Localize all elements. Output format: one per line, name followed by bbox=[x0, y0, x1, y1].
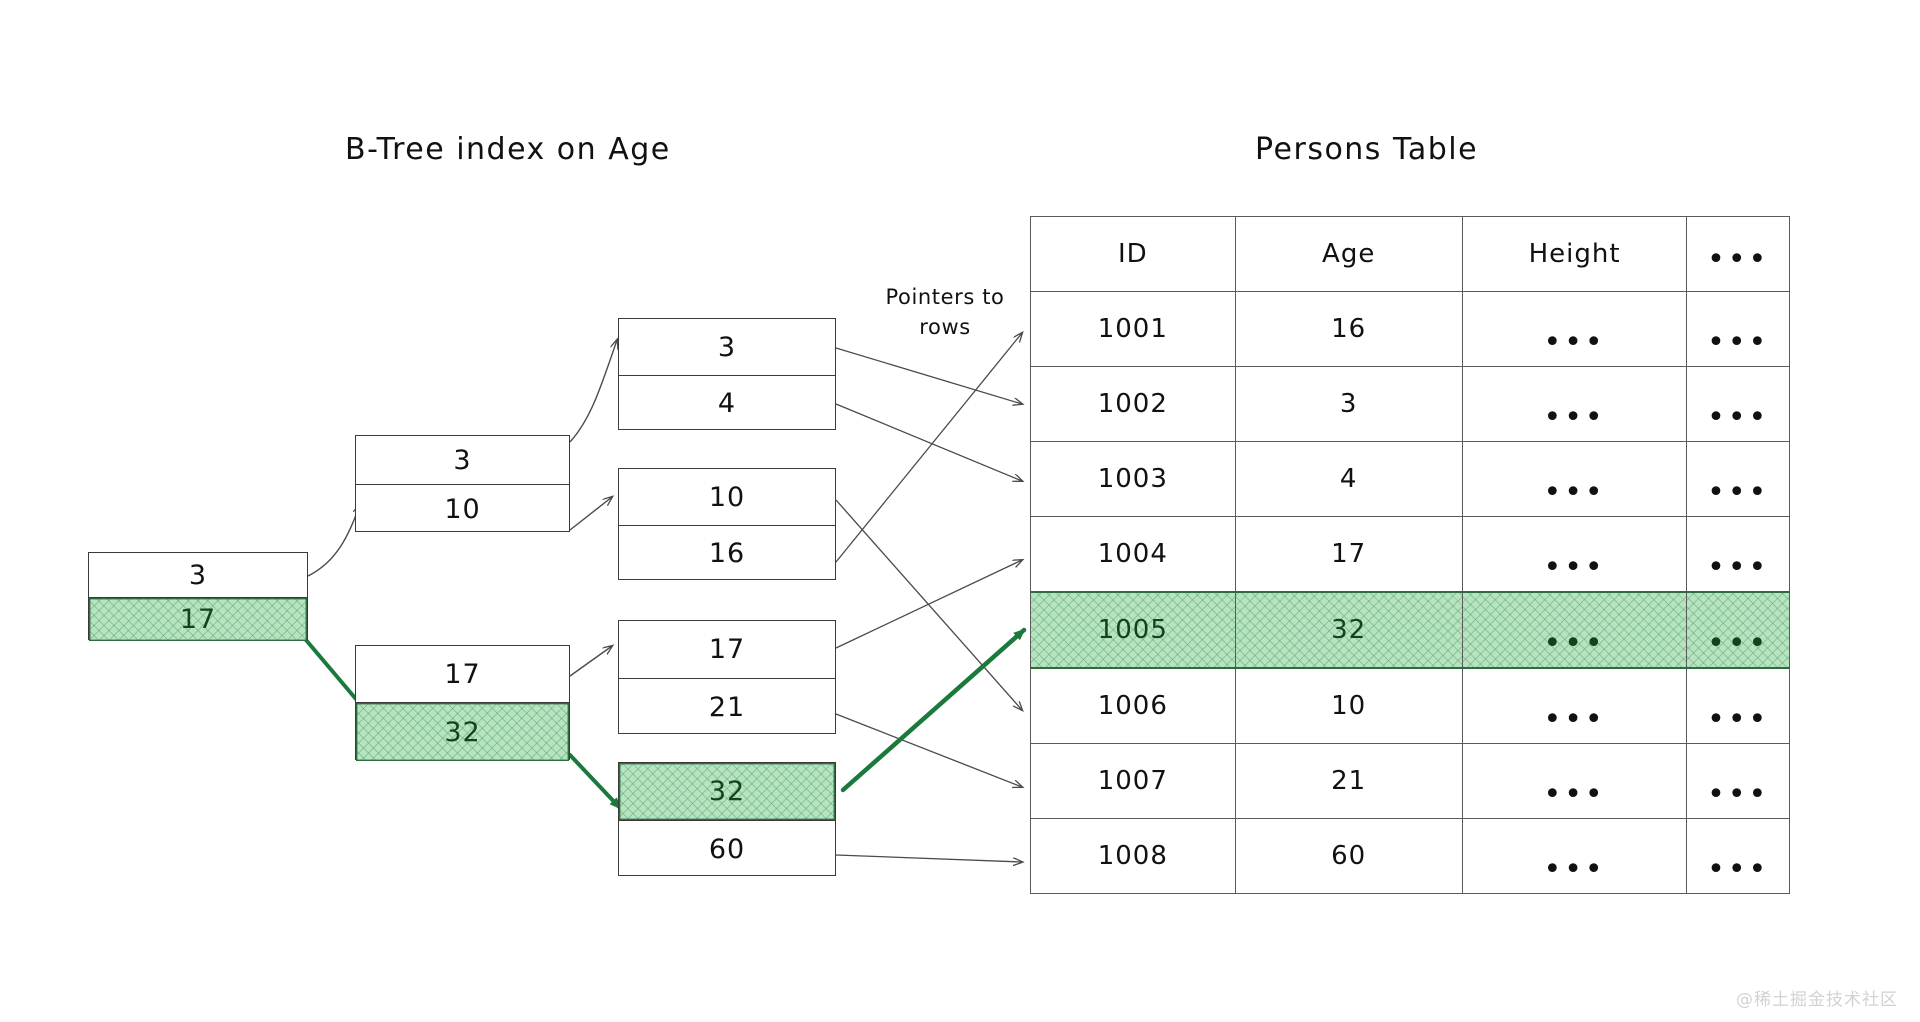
table-row[interactable]: 1006 10 ••• ••• bbox=[1030, 667, 1790, 744]
table-row[interactable]: 1002 3 ••• ••• bbox=[1030, 366, 1790, 442]
cell-age: 32 bbox=[1234, 591, 1463, 669]
edge-internal-right-to-leaf3 bbox=[569, 646, 612, 677]
cell-age: 3 bbox=[1234, 366, 1463, 442]
btree-cell[interactable]: 10 bbox=[708, 481, 746, 513]
cell-more: ••• bbox=[1686, 441, 1790, 517]
persons-table-title: Persons Table bbox=[1255, 132, 1479, 167]
cell-height: ••• bbox=[1461, 818, 1688, 894]
edge-internal-left-to-leaf2 bbox=[569, 497, 612, 531]
cell-more: ••• bbox=[1686, 667, 1790, 744]
cell-more: ••• bbox=[1686, 818, 1790, 894]
table-body: 1001 16 ••• ••• 1002 3 ••• ••• 1003 4 ••… bbox=[1030, 291, 1790, 894]
pointer-leaf-3-to-row-1002 bbox=[835, 347, 1022, 404]
cell-height: ••• bbox=[1461, 591, 1688, 669]
cell-more: ••• bbox=[1686, 743, 1790, 819]
cell-age: 60 bbox=[1234, 818, 1463, 894]
search-path-leaf-to-row-1005 bbox=[840, 627, 1027, 793]
btree-cell[interactable]: 4 bbox=[619, 375, 835, 431]
btree-cell-highlighted[interactable]: 32 bbox=[619, 763, 835, 820]
btree-cell[interactable]: 16 bbox=[619, 525, 835, 581]
cell-height: ••• bbox=[1461, 516, 1688, 593]
btree-title: B-Tree index on Age bbox=[345, 132, 671, 167]
cell-height: ••• bbox=[1461, 366, 1688, 442]
column-header-age: Age bbox=[1234, 216, 1463, 292]
cell-height: ••• bbox=[1461, 291, 1688, 367]
pointer-leaf-17-to-row-1004 bbox=[835, 560, 1022, 649]
table-row[interactable]: 1004 17 ••• ••• bbox=[1030, 516, 1790, 593]
btree-leaf-node-3[interactable]: 17 21 bbox=[618, 620, 836, 734]
search-path-internal-to-leaf bbox=[568, 753, 622, 810]
cell-height: ••• bbox=[1461, 441, 1688, 517]
cell-id: 1006 bbox=[1030, 667, 1236, 744]
column-header-id: ID bbox=[1030, 216, 1236, 292]
edge-root-to-internal-left bbox=[307, 505, 360, 577]
table-row[interactable]: 1008 60 ••• ••• bbox=[1030, 818, 1790, 894]
column-header-more: ••• bbox=[1686, 216, 1790, 292]
btree-leaf-node-4[interactable]: 32 60 bbox=[618, 762, 836, 876]
pointer-leaf-60-to-row-1008 bbox=[835, 854, 1022, 862]
pointer-leaf-21-to-row-1007 bbox=[835, 713, 1022, 787]
pointers-label-line2: rows bbox=[919, 315, 971, 340]
cell-more: ••• bbox=[1686, 516, 1790, 593]
btree-cell[interactable]: 17 bbox=[444, 658, 481, 690]
btree-leaf-node-2[interactable]: 10 16 bbox=[618, 468, 836, 580]
btree-leaf-node-1[interactable]: 3 4 bbox=[618, 318, 836, 430]
cell-age: 17 bbox=[1234, 516, 1463, 593]
cell-height: ••• bbox=[1461, 667, 1688, 744]
cell-id: 1008 bbox=[1030, 818, 1236, 894]
persons-table: ID Age Height ••• 1001 16 ••• ••• 1002 3… bbox=[1030, 216, 1790, 894]
cell-more: ••• bbox=[1686, 366, 1790, 442]
btree-internal-node-left[interactable]: 3 10 bbox=[355, 435, 570, 532]
cell-id: 1001 bbox=[1030, 291, 1236, 367]
cell-age: 4 bbox=[1234, 441, 1463, 517]
pointer-leaf-4-to-row-1003 bbox=[835, 403, 1022, 481]
cell-id: 1002 bbox=[1030, 366, 1236, 442]
cell-age: 21 bbox=[1234, 743, 1463, 819]
btree-cell[interactable]: 10 bbox=[356, 484, 569, 533]
cell-id: 1007 bbox=[1030, 743, 1236, 819]
btree-cell-highlighted[interactable]: 17 bbox=[89, 597, 307, 641]
btree-cell[interactable]: 3 bbox=[717, 331, 737, 363]
cell-id: 1003 bbox=[1030, 441, 1236, 517]
table-row[interactable]: 1003 4 ••• ••• bbox=[1030, 441, 1790, 517]
column-header-height: Height bbox=[1461, 216, 1688, 292]
cell-id: 1005 bbox=[1030, 591, 1236, 669]
table-row-highlighted[interactable]: 1005 32 ••• ••• bbox=[1030, 591, 1790, 669]
pointer-leaf-10-to-row-1006 bbox=[835, 499, 1022, 710]
btree-cell[interactable]: 21 bbox=[619, 678, 835, 735]
btree-cell[interactable]: 3 bbox=[188, 559, 208, 591]
btree-cell[interactable]: 60 bbox=[619, 820, 835, 877]
btree-internal-node-right[interactable]: 17 32 bbox=[355, 645, 570, 761]
cell-height: ••• bbox=[1461, 743, 1688, 819]
cell-more: ••• bbox=[1686, 291, 1790, 367]
btree-cell-highlighted[interactable]: 32 bbox=[356, 702, 569, 761]
btree-root-node[interactable]: 3 17 bbox=[88, 552, 308, 641]
btree-cell[interactable]: 17 bbox=[708, 634, 746, 665]
btree-cell[interactable]: 3 bbox=[453, 444, 472, 476]
pointers-to-rows-label: Pointers to rows bbox=[855, 282, 1035, 343]
cell-age: 10 bbox=[1234, 667, 1463, 744]
cell-age: 16 bbox=[1234, 291, 1463, 367]
table-header-row: ID Age Height ••• bbox=[1030, 216, 1790, 292]
table-row[interactable]: 1007 21 ••• ••• bbox=[1030, 743, 1790, 819]
table-row[interactable]: 1001 16 ••• ••• bbox=[1030, 291, 1790, 367]
pointers-label-line1: Pointers to bbox=[885, 285, 1005, 309]
edge-internal-left-to-leaf1 bbox=[569, 340, 617, 443]
watermark: @稀土掘金技术社区 bbox=[1736, 990, 1898, 1010]
cell-id: 1004 bbox=[1030, 516, 1236, 593]
pointer-leaf-16-to-row-1001 bbox=[835, 333, 1022, 563]
cell-more: ••• bbox=[1686, 591, 1790, 669]
